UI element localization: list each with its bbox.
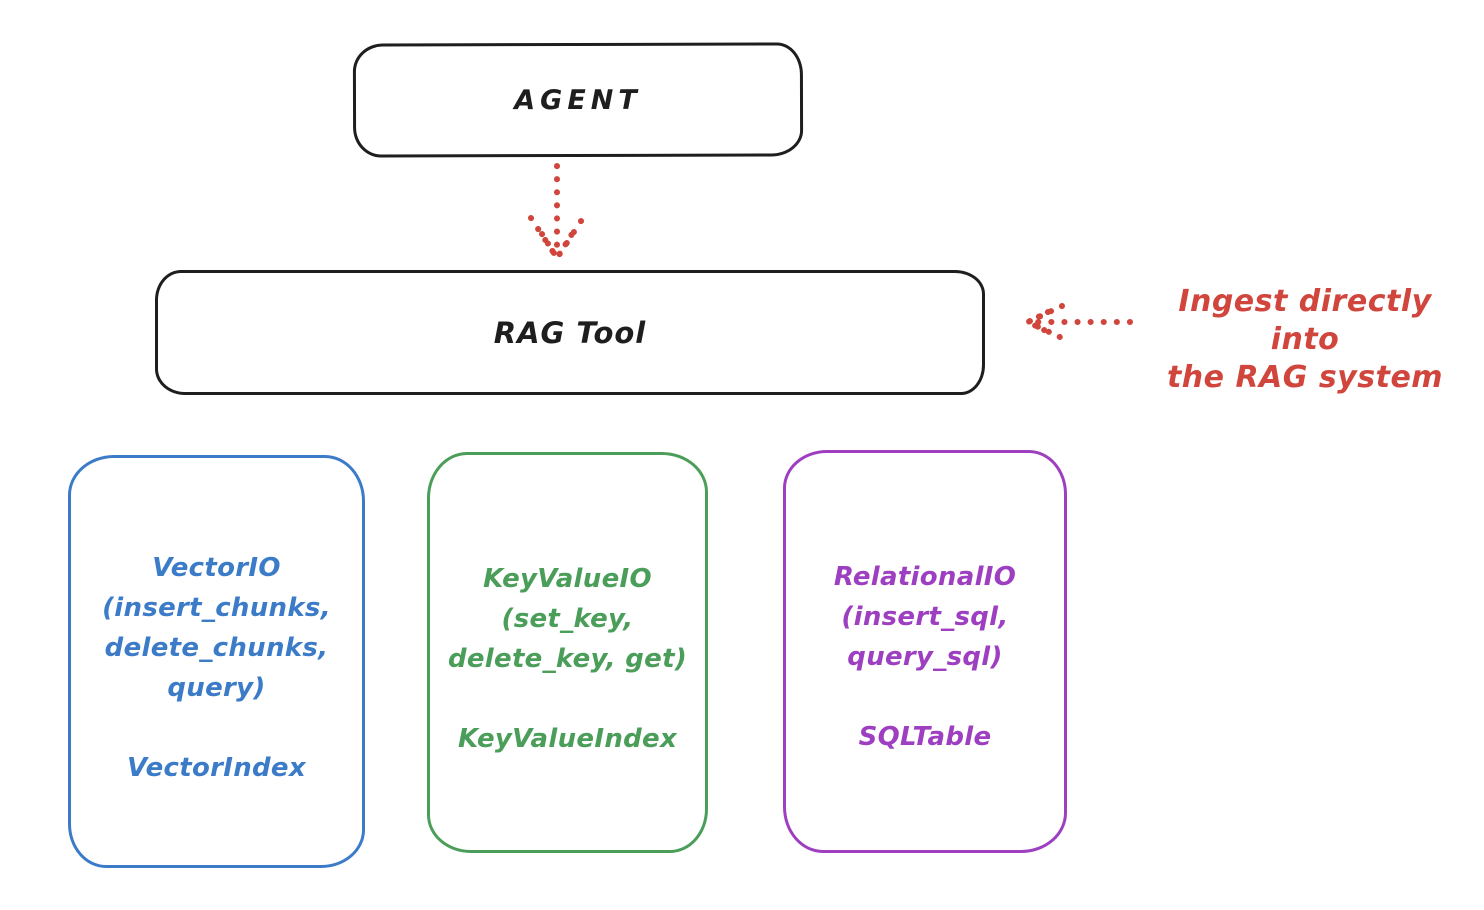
vector-io-line: VectorIO	[152, 553, 281, 583]
ingest-annotation-line1: Ingest directly into	[1178, 284, 1432, 357]
relational-io-line: query_sql)	[847, 642, 1003, 672]
vector-io-line: (insert_chunks,	[102, 593, 331, 623]
keyvalue-io-footer: KeyValueIndex	[457, 724, 678, 754]
relational-io-line: RelationalIO	[833, 562, 1017, 592]
keyvalue-io-line: delete_key, get)	[447, 644, 688, 674]
vector-io-footer: VectorIndex	[127, 753, 306, 783]
dotted-arrow-left-icon	[1020, 303, 1133, 341]
vector-io-box: VectorIO (insert_chunks, delete_chunks, …	[68, 455, 365, 868]
relational-io-box: RelationalIO (insert_sql, query_sql) SQL…	[783, 450, 1067, 853]
ingest-annotation: Ingest directly into the RAG system	[1140, 283, 1470, 397]
vector-io-line: query)	[167, 673, 266, 703]
vector-io-line: delete_chunks,	[104, 633, 329, 663]
ingest-annotation-line2: the RAG system	[1166, 360, 1444, 395]
dotted-arrow-down-icon	[528, 163, 586, 264]
relational-io-line: (insert_sql,	[841, 602, 1009, 632]
keyvalue-io-line: (set_key,	[501, 604, 634, 634]
keyvalue-io-line: KeyValueIO	[483, 564, 652, 594]
rag-tool-label: RAG Tool	[493, 315, 647, 350]
keyvalue-io-box: KeyValueIO (set_key, delete_key, get) Ke…	[427, 452, 708, 853]
relational-io-footer: SQLTable	[858, 722, 992, 752]
agent-box: AGENT	[352, 42, 804, 158]
rag-tool-box: RAG Tool	[155, 270, 985, 395]
agent-label: AGENT	[514, 84, 642, 116]
